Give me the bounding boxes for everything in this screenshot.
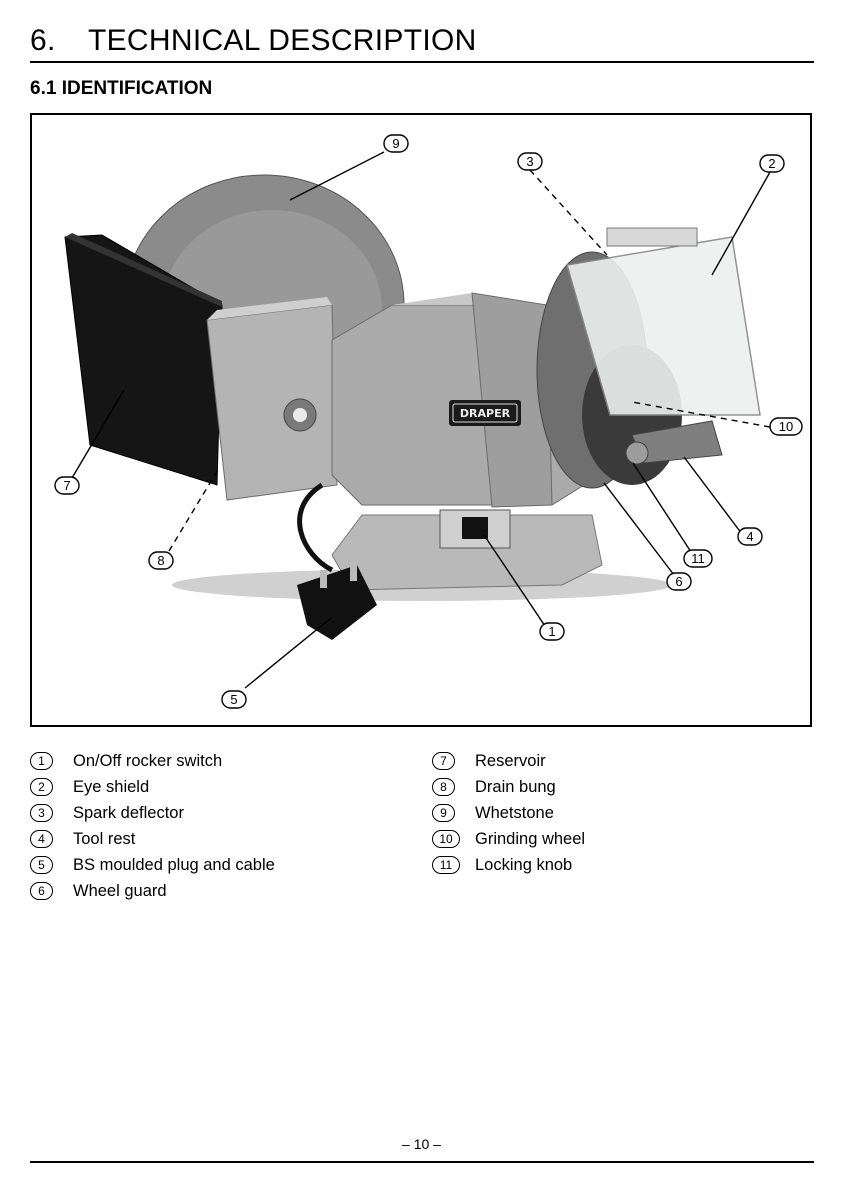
- legend-number: 3: [30, 804, 53, 822]
- legend-label: On/Off rocker switch: [73, 752, 222, 771]
- section-title: 6.TECHNICAL DESCRIPTION: [30, 24, 477, 58]
- page-number: – 10 –: [0, 1136, 843, 1152]
- callout-1: 1: [540, 623, 564, 640]
- identification-figure: DRAPER: [30, 113, 812, 727]
- legend-item: 11 Locking knob: [432, 852, 585, 878]
- legend-number: 2: [30, 778, 53, 796]
- callout-10: 10: [770, 418, 802, 435]
- callout-2: 2: [760, 155, 784, 172]
- legend-right: 7 Reservoir 8 Drain bung 9 Whetstone 10 Grin…: [432, 748, 585, 878]
- legend-label: Reservoir: [475, 752, 546, 771]
- svg-text:2: 2: [768, 156, 775, 171]
- legend-label: Locking knob: [475, 856, 572, 875]
- legend-label: Eye shield: [73, 778, 149, 797]
- legend-item: 4 Tool rest: [30, 826, 275, 852]
- legend-number: 9: [432, 804, 455, 822]
- legend-item: 1 On/Off rocker switch: [30, 748, 275, 774]
- legend-number: 8: [432, 778, 455, 796]
- callout-5: 5: [222, 691, 246, 708]
- legend-label: Tool rest: [73, 830, 135, 849]
- svg-text:11: 11: [691, 551, 705, 566]
- legend-label: Grinding wheel: [475, 830, 585, 849]
- legend-item: 8 Drain bung: [432, 774, 585, 800]
- legend-label: BS moulded plug and cable: [73, 856, 275, 875]
- legend-number: 4: [30, 830, 53, 848]
- callout-4: 4: [738, 528, 762, 545]
- header-rule: [30, 61, 814, 63]
- svg-text:6: 6: [675, 574, 682, 589]
- legend-left: 1 On/Off rocker switch 2 Eye shield 3 Spark…: [30, 748, 275, 904]
- legend-item: 2 Eye shield: [30, 774, 275, 800]
- svg-text:8: 8: [157, 553, 164, 568]
- callout-3: 3: [518, 153, 542, 170]
- section-number: 6.: [30, 24, 88, 58]
- svg-text:10: 10: [779, 419, 793, 434]
- legend-number: 6: [30, 882, 53, 900]
- svg-text:4: 4: [746, 529, 753, 544]
- svg-text:7: 7: [63, 478, 70, 493]
- svg-text:9: 9: [392, 136, 399, 151]
- subsection-title: 6.1 IDENTIFICATION: [30, 78, 212, 100]
- legend-item: 6 Wheel guard: [30, 878, 275, 904]
- legend-item: 7 Reservoir: [432, 748, 585, 774]
- bench-grinder-illustration: DRAPER: [32, 115, 812, 727]
- callout-11: 11: [684, 550, 712, 567]
- legend-item: 5 BS moulded plug and cable: [30, 852, 275, 878]
- legend-number: 5: [30, 856, 53, 874]
- brand-badge: DRAPER: [460, 407, 511, 420]
- svg-text:5: 5: [230, 692, 237, 707]
- legend-item: 10 Grinding wheel: [432, 826, 585, 852]
- callout-8: 8: [149, 552, 173, 569]
- svg-text:3: 3: [526, 154, 533, 169]
- legend-item: 9 Whetstone: [432, 800, 585, 826]
- legend-label: Wheel guard: [73, 882, 167, 901]
- legend-label: Whetstone: [475, 804, 554, 823]
- legend-number: 10: [432, 830, 460, 848]
- legend-label: Drain bung: [475, 778, 556, 797]
- legend-number: 7: [432, 752, 455, 770]
- legend-label: Spark deflector: [73, 804, 184, 823]
- section-title-text: TECHNICAL DESCRIPTION: [88, 24, 477, 57]
- legend-item: 3 Spark deflector: [30, 800, 275, 826]
- legend-number: 1: [30, 752, 53, 770]
- callout-7: 7: [55, 477, 79, 494]
- footer-rule: [30, 1161, 814, 1163]
- svg-text:1: 1: [548, 624, 555, 639]
- callout-9: 9: [384, 135, 408, 152]
- callout-6: 6: [667, 573, 691, 590]
- legend-number: 11: [432, 856, 460, 874]
